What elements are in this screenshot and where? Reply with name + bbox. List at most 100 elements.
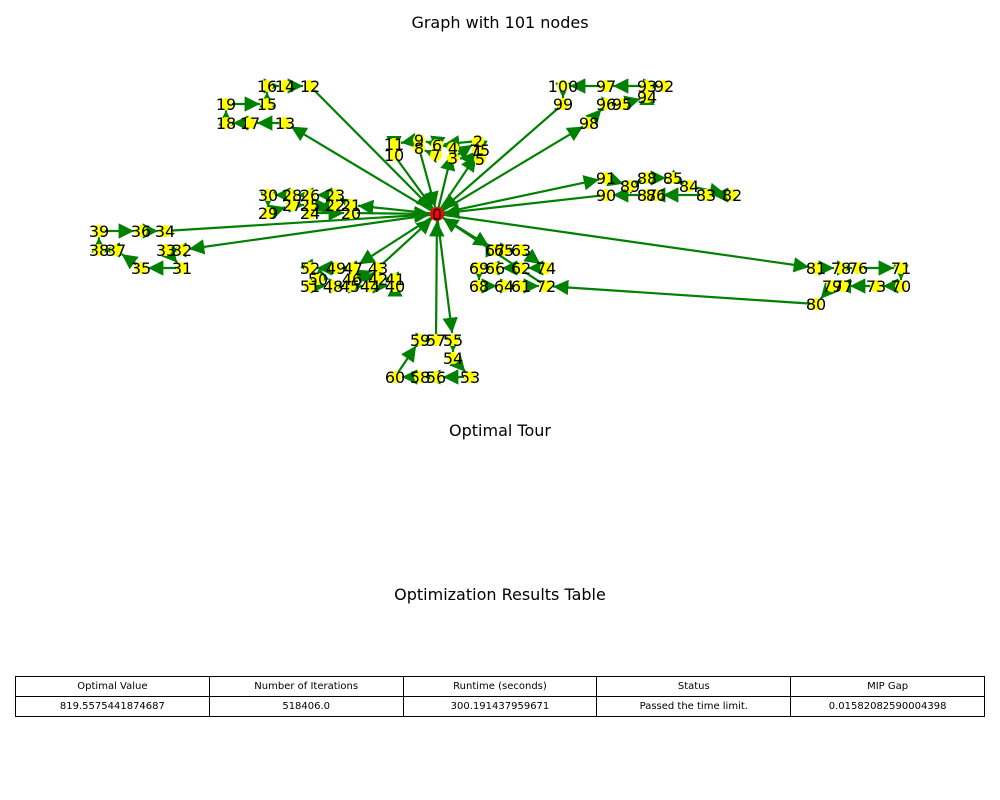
node-57 bbox=[430, 334, 442, 346]
node-label-36: 36 bbox=[131, 222, 151, 241]
node-label-3: 3 bbox=[448, 149, 458, 168]
edges-layer bbox=[91, 78, 909, 385]
node-96 bbox=[600, 98, 612, 110]
node-label-39: 39 bbox=[89, 222, 109, 241]
node-5 bbox=[474, 153, 486, 165]
tour-edge-99-0 bbox=[441, 105, 561, 211]
tour-edge-0-13 bbox=[290, 125, 435, 213]
tour-edge-9-11 bbox=[400, 132, 418, 149]
tour-edge-0-55 bbox=[436, 217, 458, 334]
node-76 bbox=[852, 262, 864, 274]
node-27 bbox=[286, 199, 298, 211]
node-98 bbox=[583, 117, 595, 129]
tour-edge-60-59 bbox=[396, 345, 417, 375]
node-label-74: 74 bbox=[536, 259, 556, 278]
node-label-90: 90 bbox=[596, 186, 616, 205]
node-68 bbox=[473, 280, 485, 292]
node-97 bbox=[600, 80, 612, 92]
node-92 bbox=[658, 80, 670, 92]
node-58 bbox=[414, 371, 426, 383]
node-34 bbox=[159, 225, 171, 237]
tour-edge-98-96 bbox=[585, 108, 603, 126]
node-label-95: 95 bbox=[612, 95, 632, 114]
node-79 bbox=[826, 280, 838, 292]
node-label-18: 18 bbox=[216, 114, 236, 133]
node-93 bbox=[641, 80, 653, 92]
tour-edge-43-0 bbox=[380, 217, 433, 267]
node-label-88: 88 bbox=[637, 169, 657, 188]
tour-edge-33-31 bbox=[161, 246, 179, 264]
node-label-47: 47 bbox=[343, 259, 363, 278]
node-label-31: 31 bbox=[172, 259, 192, 278]
node-label-2: 2 bbox=[473, 132, 483, 151]
node-63 bbox=[515, 244, 527, 256]
node-85 bbox=[667, 172, 679, 184]
node-label-1: 1 bbox=[473, 141, 483, 160]
node-78 bbox=[835, 262, 847, 274]
node-46 bbox=[346, 273, 358, 285]
node-label-57: 57 bbox=[426, 331, 446, 350]
tour-edge-0-32 bbox=[188, 213, 434, 255]
tour-edge-20-0 bbox=[354, 206, 431, 222]
tour-edge-8-0 bbox=[418, 151, 439, 208]
node-label-33: 33 bbox=[156, 241, 176, 260]
node-82 bbox=[726, 189, 738, 201]
node-90 bbox=[600, 189, 612, 201]
node-48 bbox=[327, 280, 339, 292]
results-value-row: 819.5575441874687 518406.0 300.191437959… bbox=[15, 696, 985, 717]
node-21 bbox=[345, 199, 357, 211]
header-status: Status bbox=[596, 676, 792, 697]
node-42 bbox=[372, 273, 384, 285]
node-label-61: 61 bbox=[511, 277, 531, 296]
node-83 bbox=[700, 189, 712, 201]
results-table: Optimal Value Number of Iterations Runti… bbox=[15, 676, 985, 717]
node-51 bbox=[304, 280, 316, 292]
node-label-7: 7 bbox=[431, 146, 441, 165]
node-label-25: 25 bbox=[300, 196, 320, 215]
node-3 bbox=[447, 152, 459, 164]
node-81 bbox=[810, 262, 822, 274]
node-66 bbox=[489, 262, 501, 274]
node-65 bbox=[498, 244, 510, 256]
node-67 bbox=[489, 244, 501, 256]
header-runtime: Runtime (seconds) bbox=[402, 676, 598, 697]
node-80 bbox=[810, 298, 822, 310]
tour-title: Optimal Tour bbox=[449, 421, 551, 440]
node-72 bbox=[540, 280, 552, 292]
node-label-80: 80 bbox=[806, 295, 826, 314]
node-label-53: 53 bbox=[460, 368, 480, 387]
value-mip-gap: 0.01582082590004398 bbox=[790, 696, 985, 717]
node-label-60: 60 bbox=[385, 368, 405, 387]
node-label-26: 26 bbox=[300, 186, 320, 205]
tour-edge-46-43 bbox=[354, 269, 372, 284]
node-label-100: 100 bbox=[548, 77, 579, 96]
node-28 bbox=[286, 189, 298, 201]
header-optimal-value: Optimal Value bbox=[15, 676, 210, 697]
node-label-29: 29 bbox=[258, 204, 278, 223]
node-label-15: 15 bbox=[257, 95, 277, 114]
tour-edge-12-0 bbox=[312, 88, 433, 210]
node-64 bbox=[498, 280, 510, 292]
graph-title: Graph with 101 nodes bbox=[411, 13, 589, 32]
node-17 bbox=[244, 117, 256, 129]
node-label-38: 38 bbox=[89, 241, 109, 260]
node-50 bbox=[312, 273, 324, 285]
tour-edge-90-0 bbox=[443, 194, 603, 220]
node-41 bbox=[389, 273, 401, 285]
node-label-83: 83 bbox=[696, 186, 716, 205]
node-label-46: 46 bbox=[342, 270, 362, 289]
node-9 bbox=[413, 134, 425, 146]
node-label-85: 85 bbox=[663, 169, 683, 188]
tour-edge-80-72 bbox=[552, 279, 813, 305]
node-label-92: 92 bbox=[654, 77, 674, 96]
node-70 bbox=[895, 280, 907, 292]
node-2 bbox=[472, 135, 484, 147]
node-label-99: 99 bbox=[553, 95, 573, 114]
results-header-row: Optimal Value Number of Iterations Runti… bbox=[15, 676, 985, 697]
node-75 bbox=[474, 144, 486, 156]
node-6 bbox=[431, 139, 443, 151]
tour-edge-95-94 bbox=[623, 95, 641, 111]
tour-edge-35-37 bbox=[121, 253, 139, 270]
tour-edge-91-89 bbox=[606, 171, 624, 187]
node-label-54: 54 bbox=[443, 349, 463, 368]
